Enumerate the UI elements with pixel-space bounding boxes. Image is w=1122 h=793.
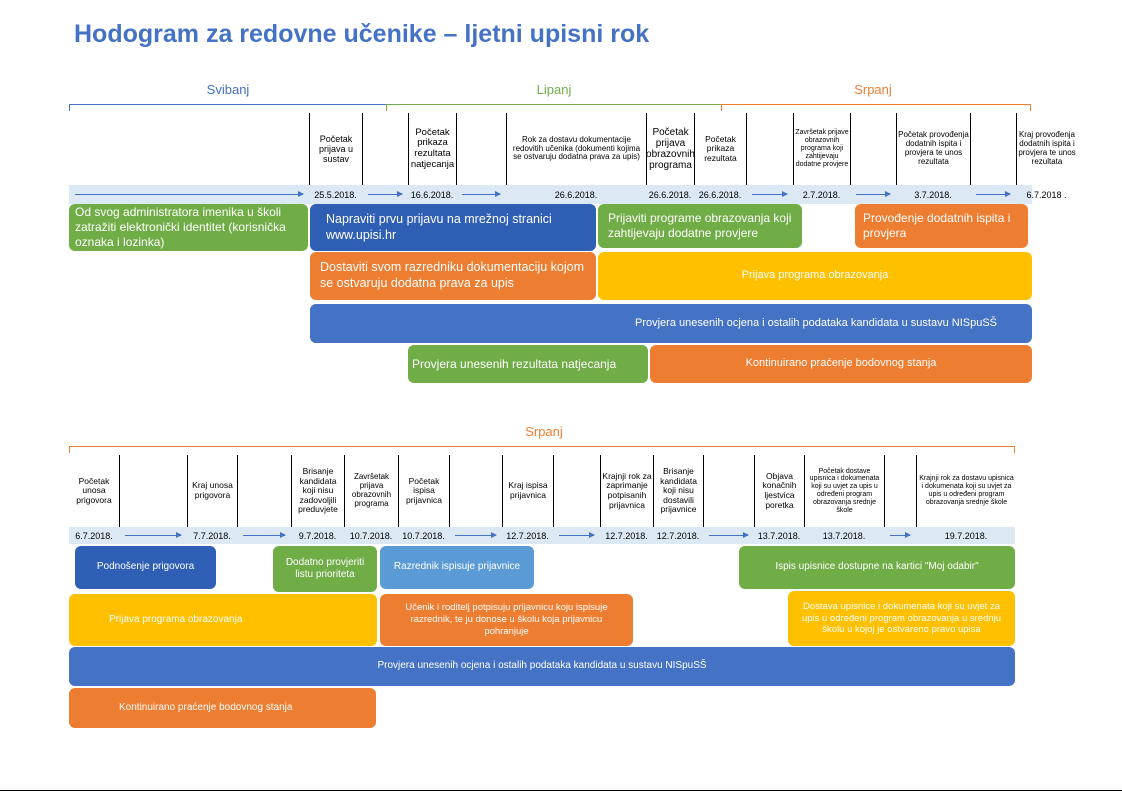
- bottom-date-11: 12.7.2018.: [656, 530, 700, 541]
- box-provjera-ocjena-top: Provjera unesenih ocjena i ostalih podat…: [310, 304, 1032, 343]
- month-label-srpanj-bottom: Srpanj: [525, 424, 563, 439]
- bottom-date-10: 12.7.2018.: [605, 530, 648, 541]
- bottom-date-6: 10.7.2018.: [402, 530, 445, 541]
- bottom-date-5: 10.7.2018.: [349, 530, 393, 541]
- month-label-srpanj: Srpanj: [854, 82, 892, 97]
- top-column-header-1: Početak prijava u sustav: [309, 113, 362, 185]
- box-lista-prioriteta: Dodatno provjeriti listu prioriteta: [273, 546, 377, 592]
- footer-divider: [0, 790, 1122, 791]
- box-prijava-dodatne-provjere: Prijaviti programe obrazovanja koji zaht…: [598, 204, 802, 248]
- bottom-column-header-4: Brisanje kandidata koji nisu zadovoljili…: [291, 455, 344, 527]
- top-column-header-13: Kraj provođenja dodatnih ispita i provje…: [1016, 113, 1077, 185]
- top-date-3: 16.6.2018.: [410, 189, 454, 200]
- bottom-column-header-12: [703, 455, 754, 527]
- box-prijava-programa-bottom: Prijava programa obrazovanja: [69, 594, 377, 646]
- box-dostava-upisnice: Dostava upisnice i dokumenata koji su uv…: [788, 591, 1015, 646]
- top-arrow-icon-2: [362, 185, 408, 204]
- box-ispis-upisnice: Ispis upisnice dostupne na kartici "Moj …: [739, 546, 1015, 589]
- bottom-column-header-5: Završetak prijava obrazovnih programa: [344, 455, 398, 527]
- top-column-header-9: Završetak prijave obrazovnih programa ko…: [793, 113, 850, 185]
- top-arrow-icon-0: [69, 185, 309, 204]
- bottom-column-header-2: Kraj unosa prigovora: [187, 455, 237, 527]
- top-column-header-2: [362, 113, 408, 185]
- bottom-column-header-15: [884, 455, 916, 527]
- bottom-date-8: 12.7.2018.: [506, 530, 549, 541]
- bottom-arrow-icon-1: [119, 527, 187, 544]
- bottom-column-header-13: Objava konačnih ljestvica poretka: [754, 455, 804, 527]
- box-provjera-ocjena-bottom: Provjera unesenih ocjena i ostalih podat…: [69, 647, 1015, 686]
- bottom-column-header-7: [449, 455, 502, 527]
- top-date-9: 2.7.2018.: [802, 189, 841, 200]
- box-prijava-programa-top: Prijava programa obrazovanja: [598, 252, 1032, 300]
- top-arrow-icon-10: [850, 185, 896, 204]
- bottom-column-header-8: Kraj ispisa prijavnica: [502, 455, 553, 527]
- date-band-bottom: [69, 527, 1015, 544]
- top-column-header-12: [970, 113, 1016, 185]
- top-arrow-icon-8: [746, 185, 793, 204]
- top-arrow-icon-4: [456, 185, 506, 204]
- bottom-date-0: 6.7.2018.: [75, 530, 113, 541]
- bottom-column-header-3: [237, 455, 291, 527]
- bottom-date-4: 9.7.2018.: [298, 530, 337, 541]
- bottom-column-header-11: Brisanje kandidata koji nisu dostavili p…: [653, 455, 703, 527]
- bottom-arrow-icon-7: [449, 527, 502, 544]
- bottom-column-header-10: Krajnji rok za zaprimanje potpisanih pri…: [600, 455, 653, 527]
- date-band-top: [69, 185, 1032, 204]
- month-bracket-lipanj: [386, 104, 722, 111]
- month-bracket-svibanj: [69, 104, 387, 111]
- box-prva-prijava: Napraviti prvu prijavu na mrežnoj strani…: [310, 204, 596, 251]
- bottom-column-header-16: Krajnji rok za dostavu upisnica i dokume…: [916, 455, 1016, 527]
- box-razrednik-ispisuje: Razrednik ispisuje prijavnice: [380, 546, 534, 589]
- top-date-13: 6.7.2018 .: [1026, 189, 1067, 200]
- box-bodovno-stanje-bottom: Kontinuirano praćenje bodovnog stanja: [69, 688, 376, 728]
- top-column-header-4: [456, 113, 506, 185]
- box-podnosenje-prigovora: Podnošenje prigovora: [75, 546, 216, 589]
- top-column-header-10: [850, 113, 896, 185]
- page-title: Hodogram za redovne učenike – ljetni upi…: [74, 20, 650, 48]
- bottom-arrow-icon-12: [703, 527, 754, 544]
- top-date-5: 26.6.2018.: [554, 189, 598, 200]
- top-column-header-5: Rok za dostavu dokumentacije redovitih u…: [506, 113, 646, 185]
- month-bracket-srpanj: [721, 104, 1031, 111]
- top-date-11: 3.7.2018.: [914, 189, 952, 200]
- bottom-arrow-icon-3: [237, 527, 291, 544]
- box-dostava-dokumentacije: Dostaviti svom razredniku dokumentaciju …: [310, 252, 596, 300]
- bottom-arrow-icon-15: [884, 527, 916, 544]
- bottom-column-header-1: [119, 455, 187, 527]
- top-column-header-6: Početak prijava obrazovnih programa: [646, 113, 694, 185]
- bottom-date-2: 7.7.2018.: [193, 530, 231, 541]
- box-provjera-natjecanja: Provjera unesenih rezultata natjecanja: [408, 345, 648, 383]
- box-dodatni-ispiti: Provođenje dodatnih ispita i provjera: [855, 204, 1028, 248]
- bottom-date-16: 19.7.2018.: [944, 530, 988, 541]
- top-date-1: 25.5.2018.: [314, 189, 357, 200]
- top-column-header-7: Početak prikaza rezultata: [694, 113, 746, 185]
- bottom-arrow-icon-9: [553, 527, 600, 544]
- bottom-date-13: 13.7.2018.: [757, 530, 801, 541]
- month-bracket-srpanj-bottom: [69, 446, 1015, 453]
- box-bodovno-stanje-top: Kontinuirano praćenje bodovnog stanja: [650, 345, 1032, 383]
- month-label-svibanj: Svibanj: [206, 82, 250, 97]
- bottom-column-header-14: Početak dostave upisnica i dokumenata ko…: [804, 455, 884, 527]
- bottom-column-header-9: [553, 455, 600, 527]
- box-potpis-prijavnice: Učenik i roditelj potpisuju prijavnicu k…: [380, 594, 633, 646]
- top-arrow-icon-12: [970, 185, 1016, 204]
- top-date-7: 26.6.2018.: [698, 189, 742, 200]
- top-column-header-8: [746, 113, 793, 185]
- bottom-column-header-6: Početak ispisa prijavnica: [398, 455, 449, 527]
- top-column-header-11: Početak provođenja dodatnih ispita i pro…: [896, 113, 970, 185]
- top-date-6: 26.6.2018.: [648, 189, 692, 200]
- box-elektronicki-identitet: Od svog administratora imenika u školi z…: [69, 204, 308, 251]
- top-column-header-3: Početak prikaza rezultata natjecanja: [408, 113, 456, 185]
- bottom-date-14: 13.7.2018.: [822, 530, 866, 541]
- month-label-lipanj: Lipanj: [536, 82, 572, 97]
- top-column-header-0: [69, 113, 309, 185]
- bottom-column-header-0: Početak unosa prigovora: [76, 475, 112, 505]
